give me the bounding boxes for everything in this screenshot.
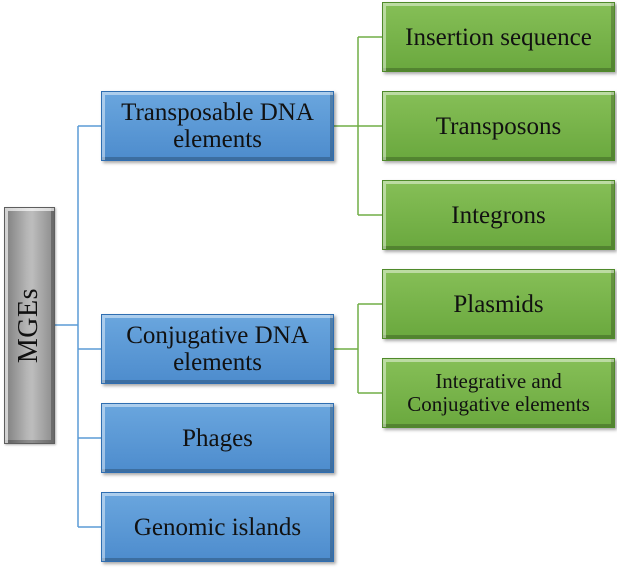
leaf-label: Plasmids <box>453 290 544 318</box>
category-conjugative-node: Conjugative DNA elements <box>101 314 334 384</box>
category-genomic-islands-node: Genomic islands <box>101 492 334 562</box>
category-phages-node: Phages <box>101 403 334 473</box>
category-transposable-node: Transposable DNA elements <box>101 91 334 161</box>
category-label: Transposable DNA elements <box>121 99 314 153</box>
leaf-label: Transposons <box>435 112 562 140</box>
leaf-label: Integrons <box>451 201 546 229</box>
leaf-integrons-node: Integrons <box>382 180 615 250</box>
leaf-plasmids-node: Plasmids <box>382 269 615 339</box>
leaf-label: Integrative and Conjugative elements <box>407 369 590 416</box>
leaf-ice-node: Integrative and Conjugative elements <box>382 358 615 428</box>
category-label: Genomic islands <box>133 513 302 541</box>
root-node: MGEs <box>4 207 55 444</box>
leaf-transposons-node: Transposons <box>382 91 615 161</box>
root-label: MGEs <box>13 287 45 364</box>
leaf-insertion-sequence-node: Insertion sequence <box>382 2 615 72</box>
leaf-label: Insertion sequence <box>405 23 592 51</box>
category-label: Phages <box>182 424 253 452</box>
category-label: Conjugative DNA elements <box>126 322 309 376</box>
